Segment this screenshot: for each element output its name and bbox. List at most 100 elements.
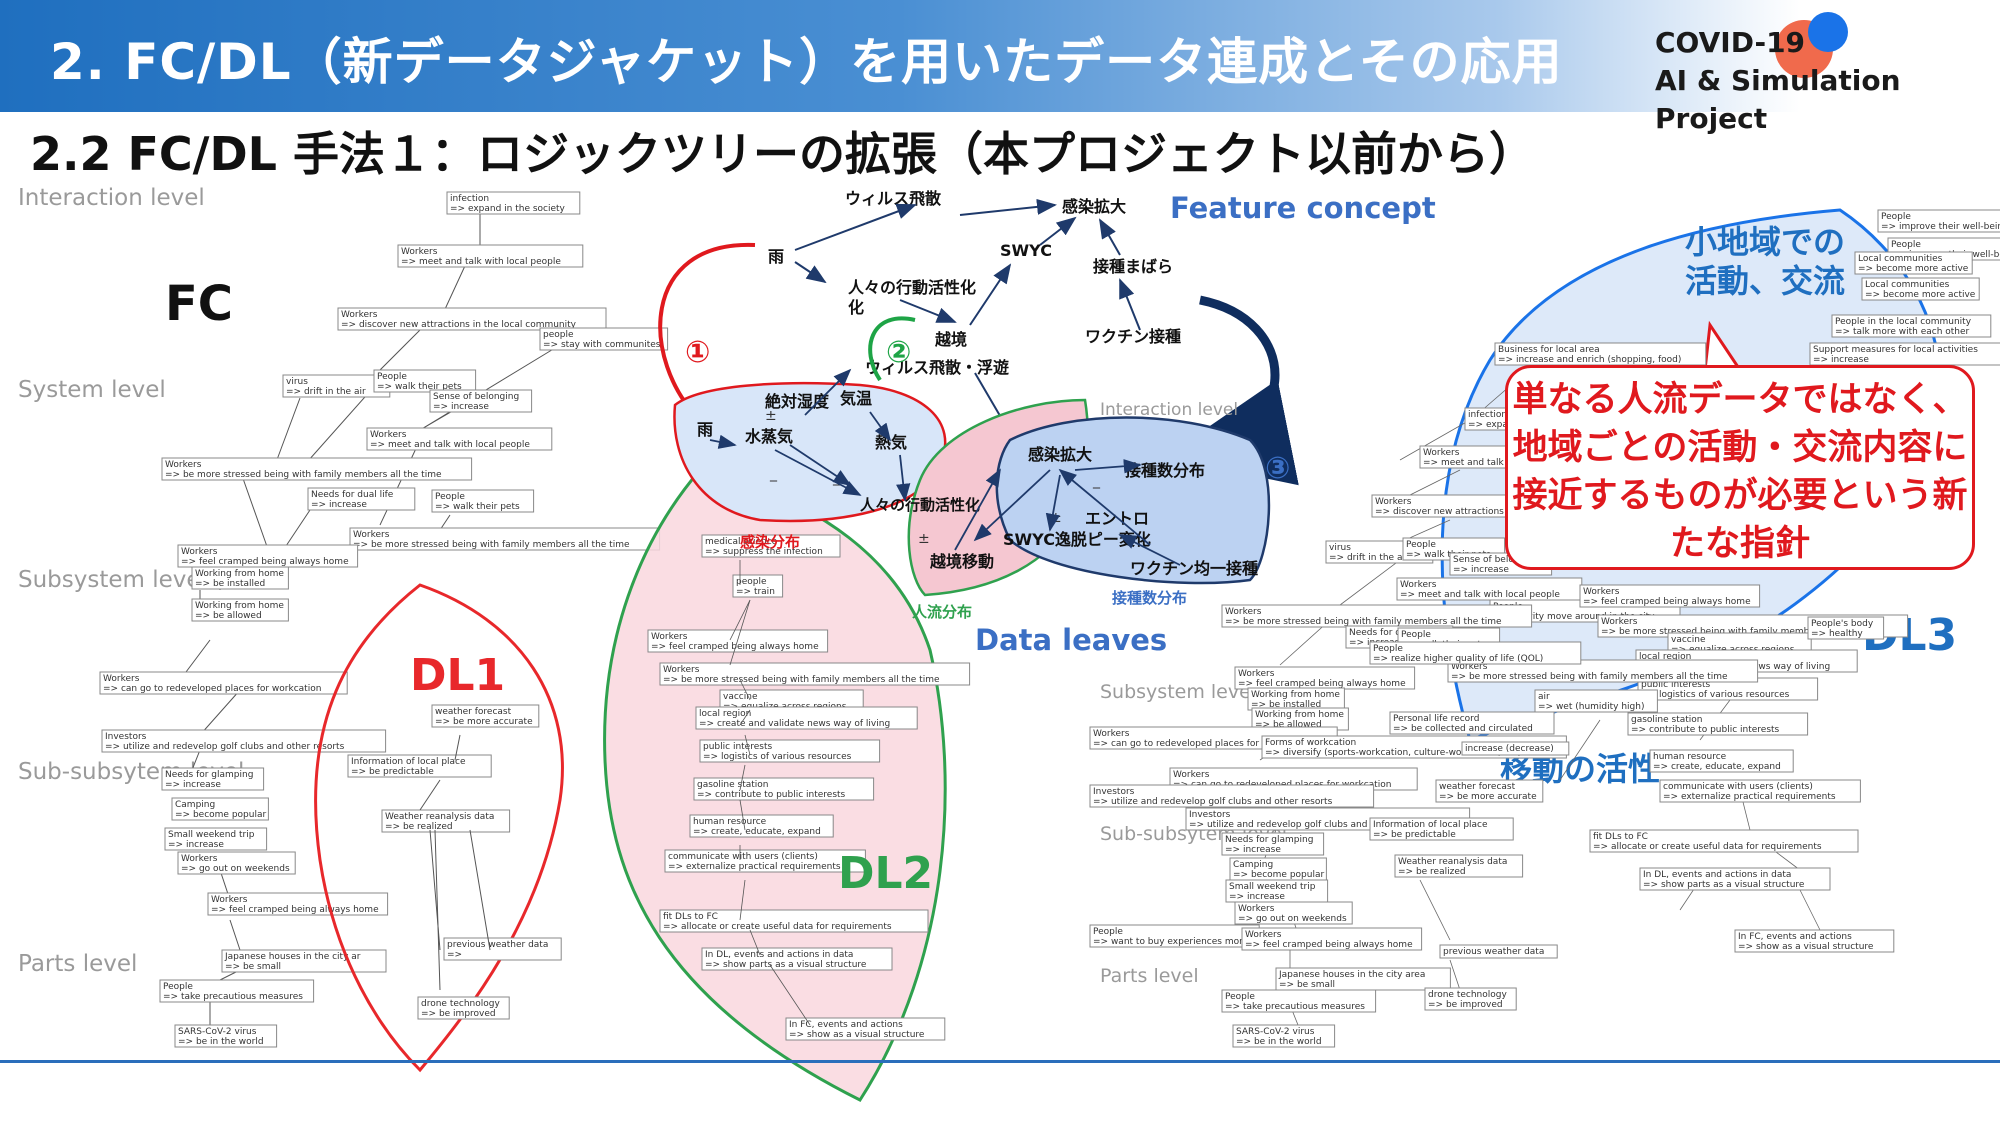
tree-node: drone technology=> be improved — [417, 996, 510, 1020]
level-subsystem: Subsystem level — [18, 567, 207, 593]
tree-node-predicate: => go out on weekends — [1238, 914, 1347, 924]
tree-node: Business for local area=> increase and e… — [1494, 342, 1707, 366]
tree-node: fit DLs to FC=> allocate or create usefu… — [659, 909, 929, 933]
tree-node-box — [431, 704, 540, 728]
tree-node: increase (decrease) — [1461, 741, 1570, 756]
tree-node-box — [699, 739, 881, 763]
tree-node-box — [1389, 711, 1555, 735]
tree-node-predicate: => be realized — [1398, 867, 1466, 877]
tree-node-predicate: => show parts as a visual structure — [705, 960, 867, 970]
tree-node: People=> take precautious measures — [159, 979, 315, 1003]
tree-node: In DL, events and actions in data=> show… — [1639, 867, 1831, 891]
tree-node-subject: Information of local place — [351, 757, 466, 767]
tree-node-subject: gasoline station — [697, 780, 769, 790]
tree-node-predicate: => externalize practical requirements — [1663, 792, 1836, 802]
tree-node-predicate: => suppress the infection — [705, 547, 823, 557]
tree-node: Needs for dual life=> increase — [307, 487, 416, 511]
tree-node-predicate: => discover new attractions in the local… — [341, 320, 577, 330]
tree-node-subject: Local communities — [1865, 280, 1950, 290]
tree-node-box — [1439, 944, 1558, 959]
tree-node-subject: communicate with users (clients) — [1663, 782, 1813, 792]
tree-node-box — [431, 489, 535, 513]
tree-node-subject: Sense of belonging — [1453, 555, 1539, 565]
leaf-c-vacc-dist: 接種数分布 — [1125, 461, 1205, 480]
tree-node-box — [732, 574, 784, 598]
fc-node-infection-expand: 感染拡大 — [1062, 197, 1126, 216]
tree-node-subject: Workers — [165, 460, 202, 470]
tree-node-subject: Small weekend trip — [1229, 882, 1316, 892]
tree-node: Workers=> feel cramped being always home — [207, 892, 389, 916]
left-fc-nodes: infection=> expand in the societyWorkers… — [99, 191, 669, 1048]
dl2-label: DL2 — [838, 848, 933, 899]
tree-node: Workers=> go out on weekends — [177, 851, 296, 875]
tree-node: Workers=> can go to redeveloped places f… — [99, 671, 348, 695]
tree-node-subject: Personal life record — [1393, 714, 1479, 724]
tree-node-predicate: => be collected and circulated — [1393, 724, 1533, 734]
tree-node: People in the local community=> talk mor… — [1831, 314, 1992, 338]
tree-node-subject: People in the local community — [1835, 317, 1972, 327]
tree-node: Small weekend trip=> increase — [1225, 879, 1329, 903]
tree-node-subject: Workers — [181, 854, 218, 864]
tree-node-box — [1241, 927, 1423, 951]
tree-node-box — [207, 892, 389, 916]
tree-node-subject: Workers — [211, 895, 248, 905]
tree-node-predicate: => be more stressed being with family me… — [1225, 617, 1502, 627]
tree-node-subject: weather forecast — [435, 707, 512, 717]
tree-node-subject: Small weekend trip — [168, 830, 255, 840]
tree-node-subject: Support measures for local activities — [1813, 345, 1978, 355]
tree-node-predicate: => be in the world — [178, 1037, 264, 1047]
tree-node-subject: Investors — [1189, 810, 1231, 820]
tree-node-box — [1861, 277, 1980, 301]
tree-node-predicate: => be more stressed being with family me… — [1451, 672, 1728, 682]
tree-node-predicate: => become popular — [1233, 870, 1324, 880]
tree-node: Workers=> be more stressed being with fa… — [349, 527, 661, 551]
tree-node-predicate: => drift in the air — [1329, 553, 1409, 563]
tree-node-box — [1461, 741, 1570, 756]
tree-node: Workers=> meet and talk with local peopl… — [397, 244, 584, 268]
tree-node: human resource=> create, educate, expand — [1649, 749, 1794, 773]
right-fc-nodes: People=> improve their well-beingPeople=… — [1089, 209, 2000, 1048]
tree-node: Small weekend trip=> increase — [164, 827, 268, 851]
tree-node-box — [101, 729, 387, 753]
tree-node-predicate: => be small — [225, 962, 281, 972]
tree-node: weather forecast=> be more accurate — [1435, 779, 1544, 803]
tree-node-subject: increase (decrease) — [1465, 744, 1554, 754]
tree-node-subject: drone technology — [1428, 990, 1507, 1000]
tree-node-predicate: => activity move around in the city — [1493, 612, 1655, 622]
tree-node-predicate: => allocate or create useful data for re… — [663, 922, 892, 932]
tree-node-predicate: => meet and talk with — [1423, 458, 1526, 468]
tree-node-predicate: => logistics of various resources — [703, 752, 852, 762]
fc-node-swyc: SWYC — [1000, 241, 1052, 260]
tree-node-subject: People — [377, 372, 407, 382]
tree-node: communicate with users (clients)=> exter… — [664, 849, 866, 873]
tree-node: Workers=> be more stressed being with fa… — [1221, 604, 1533, 628]
tree-node-predicate: => be more accurate — [1439, 792, 1537, 802]
tree-node-predicate: => become more active — [1865, 290, 1976, 300]
tree-node: Workers=> go out on weekends — [1234, 901, 1353, 925]
tree-node-predicate: => feel cramped being always home — [1245, 940, 1413, 950]
tree-node-predicate: => increase — [311, 500, 367, 510]
tree-node: People=> take precautious measures — [1221, 989, 1377, 1013]
tree-node-predicate: => increase — [1225, 845, 1281, 855]
tree-node-subject: People's body — [1811, 619, 1874, 629]
tree-node: SARS-CoV-2 virus=> be in the world — [174, 1024, 278, 1048]
data-leaves-label: Data leaves — [975, 623, 1167, 657]
tree-node: previous weather data — [1439, 944, 1558, 959]
tree-node-box — [1639, 867, 1831, 891]
tree-node-subject: Japanese houses in the city ar — [224, 952, 361, 962]
tree-node-subject: Local communities — [1858, 254, 1943, 264]
tree-node-subject: air — [1538, 692, 1550, 702]
callout-box: 単なる人流データではなく、地域ごとの活動・交流内容に接近するものが必要という新た… — [1505, 365, 1975, 570]
tree-node-predicate: => can go to redeveloped places for work… — [103, 684, 321, 694]
tree-node: human resource=> create, educate, expand — [689, 814, 834, 838]
tree-node-subject: Workers — [181, 547, 218, 557]
tree-node: People=> walk their pets — [431, 489, 535, 513]
tree-node-subject: vaccine — [1671, 635, 1706, 645]
tree-node-subject: Workers — [1238, 904, 1275, 914]
tree-node-predicate: => wet (humidity high) — [1538, 702, 1644, 712]
tree-node-box — [171, 797, 269, 821]
tree-node: Workers=> meet and talk with local peopl… — [1396, 577, 1583, 601]
region-label-1: 小地域での — [1685, 223, 1845, 261]
tree-node: people=> train — [732, 574, 784, 598]
tree-node-predicate: => train — [736, 587, 775, 597]
